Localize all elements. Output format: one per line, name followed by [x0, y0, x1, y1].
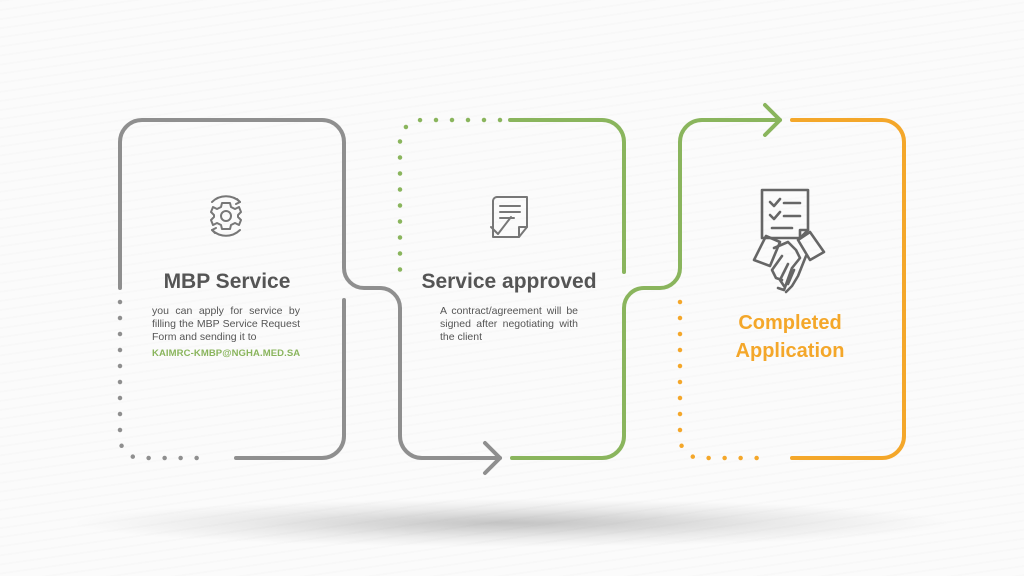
step-3-frame [677, 118, 906, 461]
arrow-to-step-2-icon [483, 441, 502, 475]
step-1-border-lower [234, 298, 346, 460]
step-1-email-link[interactable]: KAIMRC-KMBP@NGHA.MED.SA [152, 348, 301, 359]
step-1-frame [117, 118, 502, 475]
gear-icon [210, 195, 242, 237]
step-3-border [790, 118, 906, 460]
step-2-title: Service approved [421, 270, 597, 293]
step-3-title-line-2: Application [735, 340, 845, 362]
signed-document-icon [490, 196, 528, 238]
step-3-title-line-1: Completed [738, 312, 842, 334]
step-2-dotted-top [397, 117, 503, 275]
arrow-to-step-3-icon [763, 103, 782, 137]
step-2-description: A contract/agreement will be signed afte… [440, 305, 578, 343]
floor-shadow [72, 499, 952, 547]
step-3-title: Completed Application [700, 309, 880, 365]
step-1-border-solid [118, 118, 502, 460]
step-1-description: you can apply for service by filling the… [152, 305, 300, 343]
handshake-contract-icon [752, 188, 826, 294]
step-2-border-bottom [510, 118, 782, 460]
step-2-frame [397, 103, 782, 460]
step-2-border-top [508, 118, 626, 274]
step-1-title: MBP Service [163, 270, 291, 293]
